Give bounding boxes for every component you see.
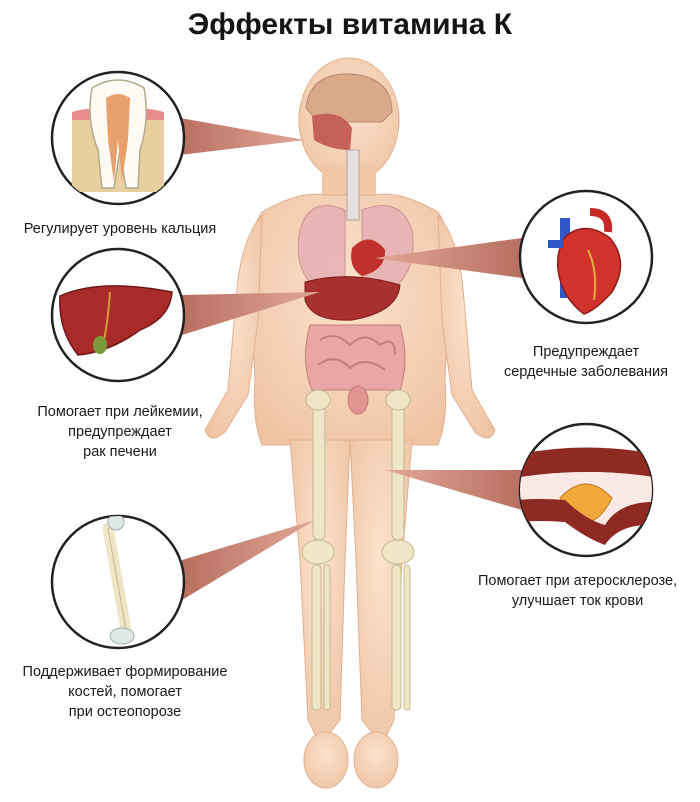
caption-liver: Помогает при лейкемии, предупреждает рак… (37, 404, 203, 460)
pointer-bone (182, 520, 315, 600)
pointer-vessel (385, 470, 522, 510)
caption-vessel: Помогает при атеросклерозе, улучшает ток… (477, 573, 678, 609)
blood-vessel-icon (520, 447, 652, 545)
heart-icon (548, 208, 622, 315)
bone-icon (102, 516, 135, 645)
trachea-icon (346, 149, 360, 221)
intestines-icon (304, 324, 406, 391)
heart-organ-icon (351, 239, 386, 276)
tooth-icon (72, 79, 164, 192)
brain-icon (305, 73, 393, 123)
pointer-liver (182, 292, 320, 335)
caption-bone: Поддерживает формирование костей, помога… (22, 664, 228, 720)
caption-heart: Предупреждает сердечные заболевания (503, 344, 669, 380)
liver-icon (59, 285, 173, 356)
pointer-heart (375, 238, 522, 278)
caption-calcium: Регулирует уровень кальция (23, 221, 217, 237)
page-title: Эффекты витамина К (187, 8, 513, 41)
pointer-tooth (180, 118, 305, 155)
liver-organ-icon (304, 276, 401, 321)
